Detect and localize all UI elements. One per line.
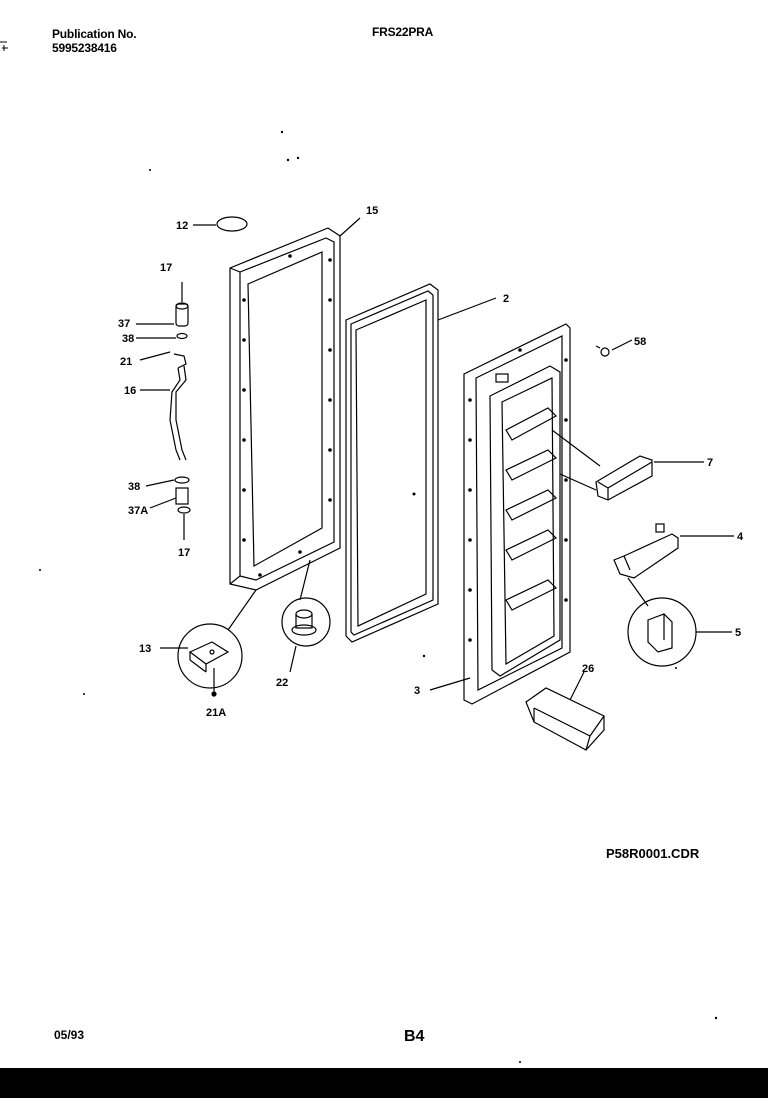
stray-marks: [39, 130, 718, 1063]
callout-12: 12: [176, 220, 188, 232]
callout-7: 7: [707, 457, 713, 469]
part-2-door-gasket: [345, 283, 497, 643]
model-number: FRS22PRA: [372, 25, 434, 39]
publication-date: 05/93: [54, 1028, 85, 1042]
callout-21a: 21A: [206, 707, 226, 719]
part-7-shelf-bar: [551, 429, 704, 501]
callout-labels: 12 15 17 37 38 21 16 38 37A 17 2 58 7 4 …: [118, 205, 744, 719]
part-12-oval-badge: [193, 216, 248, 232]
callout-4: 4: [737, 531, 744, 543]
part-16-hinge-stack: [136, 282, 191, 540]
binding-mark: [0, 41, 8, 51]
publication-label: Publication No.: [52, 27, 137, 41]
callout-38-bottom: 38: [128, 481, 140, 493]
page-code: B4: [404, 1028, 425, 1045]
callout-22: 22: [276, 677, 288, 689]
scan-bottom-band: [0, 1068, 768, 1098]
publication-number: 5995238416: [52, 41, 117, 55]
part-4-shelf-support: [613, 523, 734, 607]
callout-5: 5: [735, 627, 741, 639]
callout-15: 15: [366, 205, 378, 217]
callout-17-top: 17: [160, 262, 172, 274]
callout-26: 26: [582, 663, 594, 675]
part-15-door-frame: [227, 217, 361, 631]
callout-13: 13: [139, 643, 151, 655]
callout-16: 16: [124, 385, 136, 397]
part-22-door-cam-circle: [281, 597, 331, 673]
part-5-detail-circle: [627, 597, 732, 667]
part-58-screw: [595, 339, 633, 357]
callout-2: 2: [503, 293, 509, 305]
callout-38-top: 38: [122, 333, 134, 345]
part-13-hinge-detail-circle: [160, 623, 243, 697]
part-3-inner-door-liner: [412, 323, 571, 705]
callout-58: 58: [634, 336, 646, 348]
callout-37: 37: [118, 318, 130, 330]
part-26-door-bin: [525, 671, 605, 751]
callout-3: 3: [414, 685, 420, 697]
callout-37a: 37A: [128, 505, 148, 517]
drawing-file-name: P58R0001.CDR: [606, 846, 700, 861]
callout-21: 21: [120, 356, 132, 368]
callout-17-bottom: 17: [178, 547, 190, 559]
